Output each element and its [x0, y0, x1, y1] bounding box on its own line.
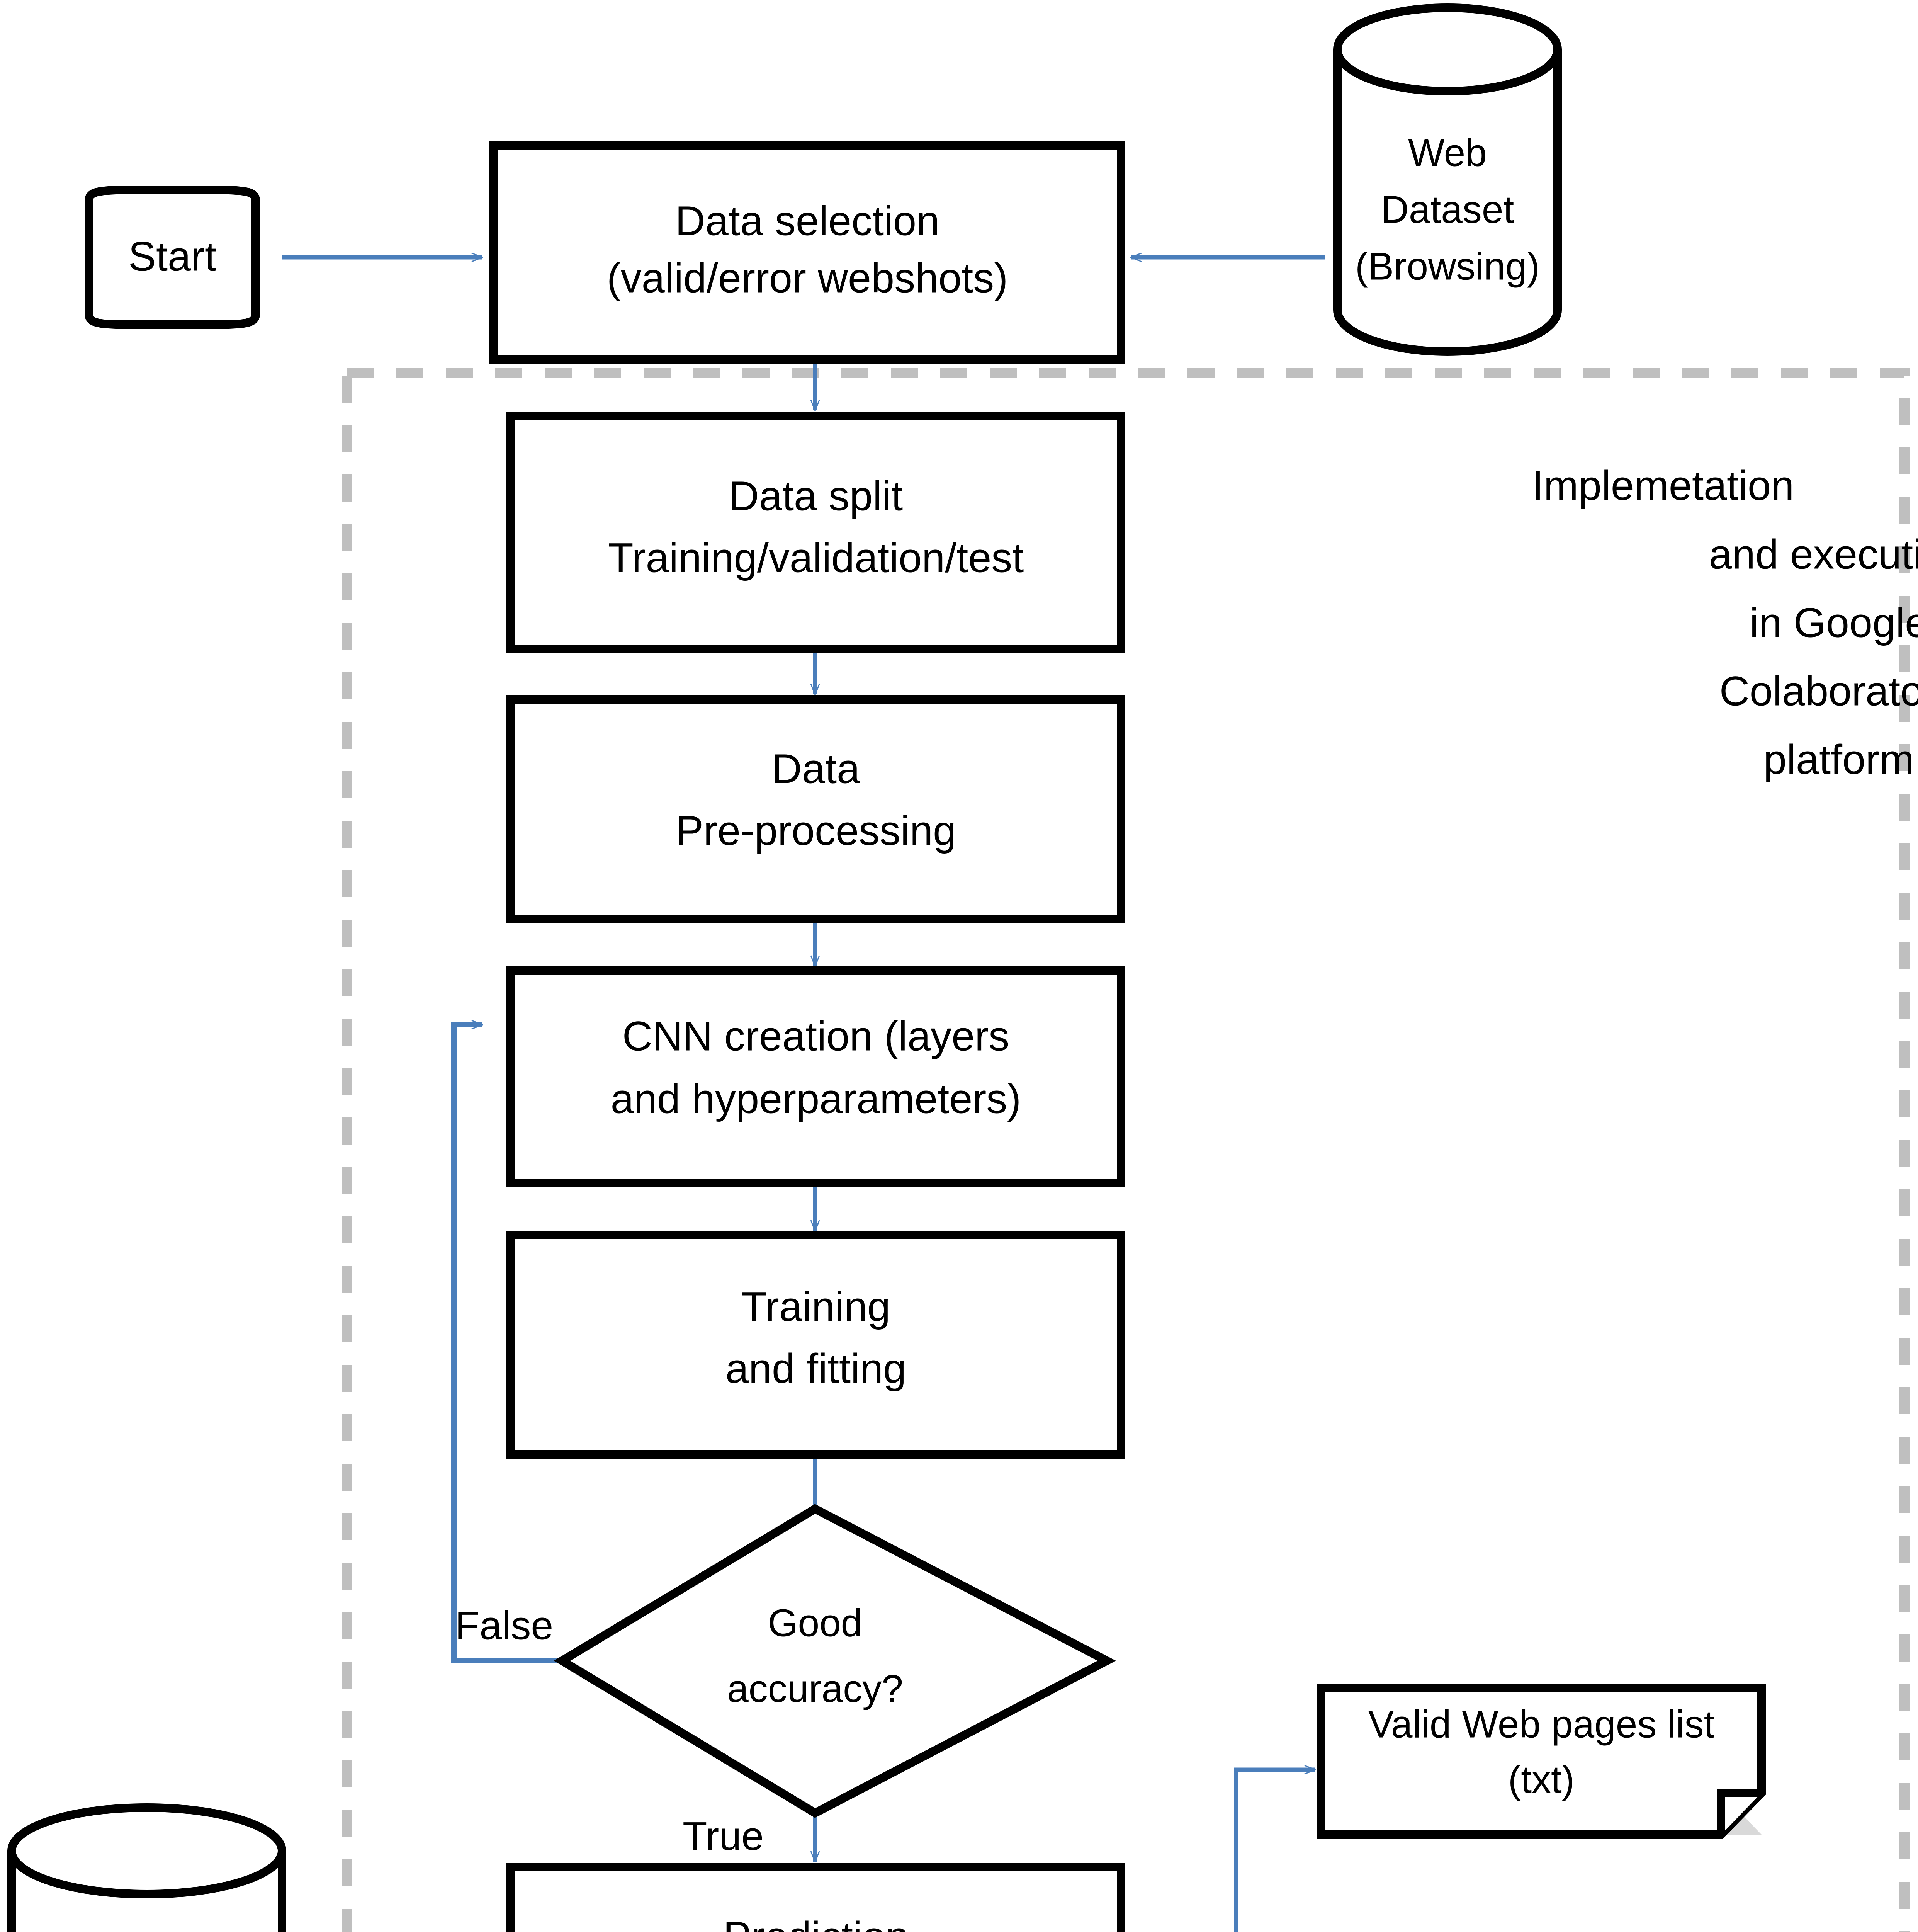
node-web-dataset-browsing[interactable]: Web Dataset (Browsing) — [1333, 3, 1562, 356]
prediction-line1: Prediction — [723, 1913, 909, 1932]
edge-prediction-to-valid-list — [1234, 1770, 1315, 1932]
valid-list-line1: Valid Web pages list — [1368, 1702, 1715, 1746]
data-split-line2: Training/validation/test — [608, 534, 1024, 581]
node-start[interactable]: Start — [85, 186, 260, 329]
good-accuracy-line2: accuracy? — [727, 1667, 903, 1710]
data-selection-line1: Data selection — [675, 197, 939, 244]
web-dataset-browsing-line3: (Browsing) — [1355, 245, 1540, 288]
group-note-line5: platform — [1763, 736, 1914, 783]
colab-group-note: Implemetation and execution in Google Co… — [1532, 462, 1918, 783]
node-web-dataset-searching[interactable]: Web Dataset (Searching) — [7, 1803, 286, 1932]
group-note-line2: and execution — [1709, 531, 1918, 578]
group-note-line4: Colaboratory — [1719, 668, 1918, 714]
training-fitting-line2: and fitting — [725, 1345, 906, 1392]
node-prediction[interactable]: Prediction (Classifier) — [506, 1863, 1125, 1932]
node-data-preprocessing[interactable]: Data Pre-processing — [506, 695, 1125, 923]
node-training-fitting[interactable]: Training and fitting — [506, 1231, 1125, 1459]
data-split-line1: Data split — [729, 473, 903, 519]
start-label: Start — [128, 233, 216, 280]
edge-decision-false-to-cnn-creation — [451, 1025, 562, 1663]
node-data-selection[interactable]: Data selection (valid/error webshots) — [489, 141, 1125, 364]
data-preprocessing-line1: Data — [772, 745, 860, 792]
node-cnn-creation[interactable]: CNN creation (layers and hyperparameters… — [506, 966, 1125, 1187]
data-preprocessing-line2: Pre-processing — [676, 807, 956, 854]
group-note-line3: in Google — [1750, 599, 1918, 646]
web-dataset-browsing-line1: Web — [1408, 131, 1487, 174]
node-good-accuracy-decision[interactable]: Good accuracy? — [554, 1504, 1116, 1818]
edge-label-true: True — [683, 1814, 764, 1859]
cnn-creation-line2: and hyperparameters) — [611, 1075, 1021, 1122]
group-note-line1: Implemetation — [1532, 462, 1794, 509]
web-dataset-browsing-line2: Dataset — [1381, 188, 1514, 231]
node-data-split[interactable]: Data split Training/validation/test — [506, 412, 1125, 653]
good-accuracy-line1: Good — [768, 1601, 863, 1645]
cnn-creation-line1: CNN creation (layers — [622, 1013, 1009, 1060]
edge-label-false: False — [455, 1603, 553, 1648]
web-dataset-searching-line1: Web — [107, 1929, 186, 1932]
colab-group-boundary — [342, 368, 1910, 1932]
training-fitting-line1: Training — [741, 1283, 890, 1330]
node-valid-list[interactable]: Valid Web pages list (txt) — [1317, 1684, 1766, 1839]
valid-list-line2: (txt) — [1508, 1758, 1575, 1801]
data-selection-line2: (valid/error webshots) — [607, 255, 1008, 301]
